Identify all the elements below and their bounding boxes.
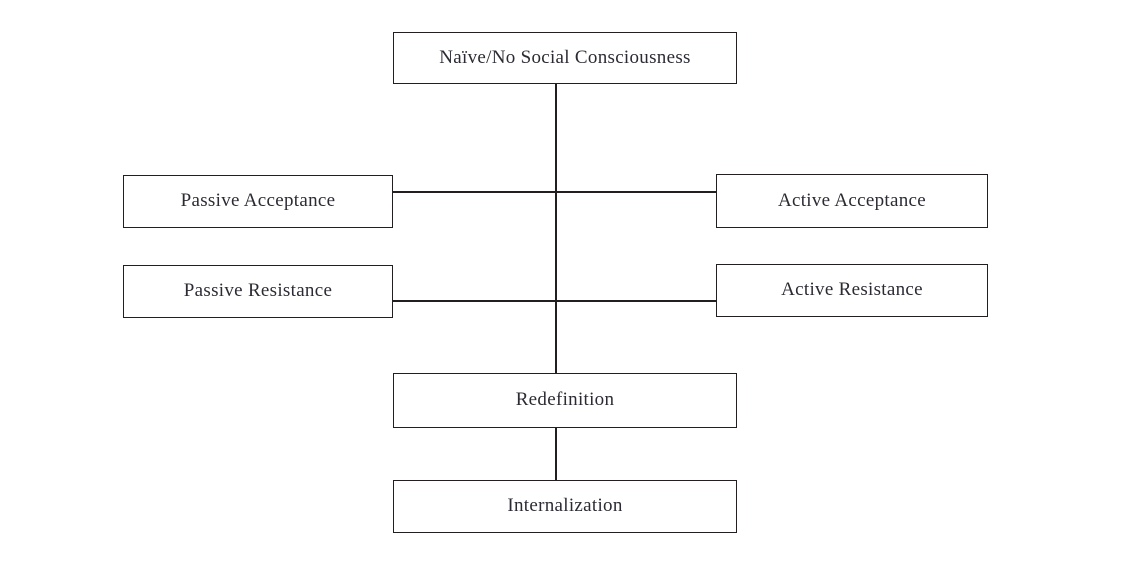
node-passive-resistance-label: Passive Resistance <box>183 280 333 302</box>
node-passive-acceptance-label: Passive Acceptance <box>180 190 336 212</box>
node-active-acceptance-label: Active Acceptance <box>777 189 927 211</box>
node-naive-no-social-consciousness: Naïve/No Social Consciousness <box>393 32 737 84</box>
node-internalization-label: Internalization <box>507 495 623 517</box>
node-redefinition: Redefinition <box>393 373 737 428</box>
connector-naive-to-redefinition <box>555 84 557 373</box>
node-naive-label: Naïve/No Social Consciousness <box>439 46 691 68</box>
node-redefinition-label: Redefinition <box>515 389 615 411</box>
connector-passive-resistance-to-active-resistance <box>393 300 716 302</box>
node-active-resistance-label: Active Resistance <box>781 279 923 301</box>
connector-redefinition-to-internalization <box>555 428 557 481</box>
node-passive-acceptance: Passive Acceptance <box>123 175 393 228</box>
node-active-resistance: Active Resistance <box>716 264 988 317</box>
node-active-acceptance: Active Acceptance <box>716 174 988 228</box>
node-internalization: Internalization <box>393 480 737 533</box>
node-passive-resistance: Passive Resistance <box>123 265 393 318</box>
connector-passive-acceptance-to-active-acceptance <box>393 191 716 193</box>
